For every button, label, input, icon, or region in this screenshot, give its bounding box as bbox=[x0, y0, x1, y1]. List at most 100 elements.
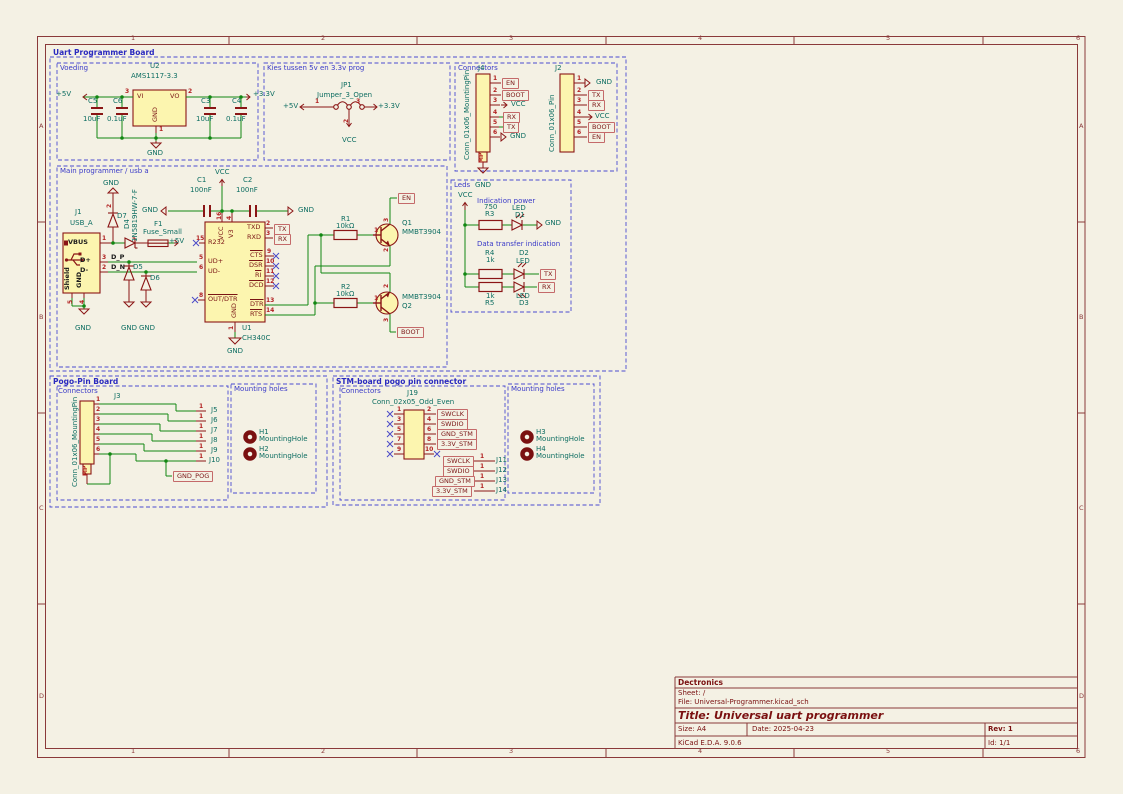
schematic-text-1: 1 bbox=[480, 453, 485, 460]
schematic-text-6: 6 bbox=[1076, 34, 1081, 42]
led-symbols[interactable] bbox=[511, 213, 527, 299]
schematic-text-2: 2 bbox=[102, 264, 107, 271]
schematic-text-r2: R2 bbox=[341, 283, 351, 291]
schematic-text-conn-02x05-odd-even: Conn_02x05_Odd_Even bbox=[372, 398, 455, 406]
schematic-text-1: 1 bbox=[374, 295, 379, 302]
box-mounting-holes-2 bbox=[507, 383, 595, 494]
schematic-text-uart-programmer-board: Uart Programmer Board bbox=[53, 48, 155, 57]
resistor-r1 bbox=[333, 229, 358, 241]
app-version: KiCad E.D.A. 9.0.6 bbox=[678, 739, 742, 747]
global-label-en[interactable]: EN bbox=[502, 78, 519, 89]
box-main-programmer bbox=[56, 165, 448, 368]
transistor-symbols[interactable] bbox=[373, 223, 399, 315]
diode-symbols[interactable] bbox=[107, 212, 152, 291]
schematic-text-3: 3 bbox=[125, 88, 130, 95]
junction-dots bbox=[82, 95, 467, 463]
schematic-text-out-dtr: OUT/DTR bbox=[208, 295, 238, 303]
global-label-swdio[interactable]: SWDIO bbox=[443, 466, 474, 477]
global-label-3-3v-stm[interactable]: 3.3V_STM bbox=[432, 486, 472, 497]
capacitor-symbols[interactable] bbox=[91, 107, 257, 217]
schematic-text-10k: 10kΩ bbox=[336, 290, 355, 298]
mounting-hole-h4 bbox=[520, 447, 534, 461]
global-label-boot[interactable]: BOOT bbox=[397, 327, 424, 338]
schematic-text-1k: 1k bbox=[486, 256, 495, 264]
schematic-text-j10: J10 bbox=[209, 456, 220, 464]
schematic-text-12: 12 bbox=[266, 278, 275, 285]
schematic-text-2: 2 bbox=[188, 88, 193, 95]
global-label-gnd-stm[interactable]: GND_STM bbox=[435, 476, 475, 487]
global-label-gnd-pog[interactable]: GND_POG bbox=[173, 471, 214, 482]
global-label-swdio[interactable]: SWDIO bbox=[437, 419, 468, 430]
schematic-text-gnd: GND bbox=[596, 78, 613, 86]
global-label-tx[interactable]: TX bbox=[274, 224, 291, 235]
mounting-hole-h2 bbox=[243, 447, 257, 461]
rev-field: Rev: 1 bbox=[988, 725, 1013, 733]
usb-icon bbox=[64, 240, 84, 266]
schematic-text-gnd: GND bbox=[227, 347, 244, 355]
schematic-text-3-3v: +3.3V bbox=[253, 90, 275, 98]
schematic-text-b: B bbox=[1079, 313, 1084, 321]
capacitor-c4 bbox=[235, 107, 247, 115]
global-label-swclk[interactable]: SWCLK bbox=[443, 456, 474, 467]
global-label-tx[interactable]: TX bbox=[503, 122, 520, 133]
schematic-text-1: 1 bbox=[577, 75, 582, 82]
global-label-en[interactable]: EN bbox=[398, 193, 415, 204]
schematic-text-3-3v: +3.3V bbox=[378, 102, 400, 110]
global-label-gnd-stm[interactable]: GND_STM bbox=[437, 429, 477, 440]
schematic-text-c1: C1 bbox=[197, 176, 207, 184]
box-mounting-holes-1 bbox=[230, 383, 317, 494]
schematic-text-2: 2 bbox=[383, 283, 390, 288]
schematic-text-mounting-holes: Mounting holes bbox=[234, 385, 288, 393]
mounting-hole-symbols[interactable] bbox=[243, 430, 534, 461]
schematic-text-4: 4 bbox=[493, 109, 498, 116]
schematic-text-8: 8 bbox=[427, 436, 432, 443]
schematic-text-ri: RI bbox=[255, 271, 262, 279]
schematic-text-v3: V3 bbox=[227, 229, 235, 238]
global-label-tx[interactable]: TX bbox=[588, 90, 605, 101]
schematic-text-d-p: D_P bbox=[111, 253, 125, 261]
resistor-symbols[interactable] bbox=[333, 219, 503, 309]
global-label-tx[interactable]: TX bbox=[540, 269, 557, 280]
fuse-f1[interactable] bbox=[147, 239, 169, 248]
global-label-boot[interactable]: BOOT bbox=[502, 90, 529, 101]
global-label-rx[interactable]: RX bbox=[538, 282, 555, 293]
wires bbox=[71, 96, 539, 485]
schematic-text-vbus: VBUS bbox=[68, 238, 88, 246]
box-leds bbox=[450, 179, 572, 313]
schematic-text-c: C bbox=[1079, 504, 1084, 512]
schematic-text-r232: R232 bbox=[208, 238, 225, 246]
capacitor-c3 bbox=[204, 107, 216, 115]
led-d2 bbox=[513, 262, 527, 280]
schematic-text-3: 3 bbox=[102, 254, 107, 261]
schematic-text-6: 6 bbox=[427, 426, 432, 433]
schematic-text-gnd: GND bbox=[142, 206, 159, 214]
schematic-text-1: 1 bbox=[315, 98, 320, 105]
schematic-text-6: 6 bbox=[199, 264, 204, 271]
schematic-text-1: 1 bbox=[374, 227, 379, 234]
global-label-rx[interactable]: RX bbox=[274, 234, 291, 245]
schematic-text-connectors: Connectors bbox=[458, 64, 498, 72]
schematic-text-d: D bbox=[1079, 692, 1085, 700]
schematic-text-5v: +5V bbox=[169, 237, 185, 245]
global-label-rx[interactable]: RX bbox=[588, 100, 605, 111]
capacitor-c5 bbox=[91, 107, 103, 115]
schematic-text-d: D- bbox=[80, 266, 89, 274]
schematic-title: Title: Universal uart programmer bbox=[678, 709, 884, 722]
schematic-text-j7: J7 bbox=[211, 426, 218, 434]
schematic-text-9: 9 bbox=[397, 446, 402, 453]
date-field: Date: 2025-04-23 bbox=[752, 725, 814, 733]
global-label-swclk[interactable]: SWCLK bbox=[437, 409, 468, 420]
global-label-3-3v-stm[interactable]: 3.3V_STM bbox=[437, 439, 477, 450]
global-label-boot[interactable]: BOOT bbox=[588, 122, 615, 133]
global-label-rx[interactable]: RX bbox=[503, 112, 520, 123]
page-frame bbox=[37, 36, 1086, 758]
schematic-text-led: LED bbox=[516, 257, 530, 265]
schematic-text-2: 2 bbox=[493, 87, 498, 94]
global-label-en[interactable]: EN bbox=[588, 132, 605, 143]
component-bodies[interactable] bbox=[62, 73, 575, 475]
schematic-text-j19: J19 bbox=[407, 389, 418, 397]
regulator-u2-body bbox=[132, 89, 187, 127]
schematic-text-j1: J1 bbox=[75, 208, 82, 216]
jumper-jp1[interactable] bbox=[333, 101, 365, 110]
